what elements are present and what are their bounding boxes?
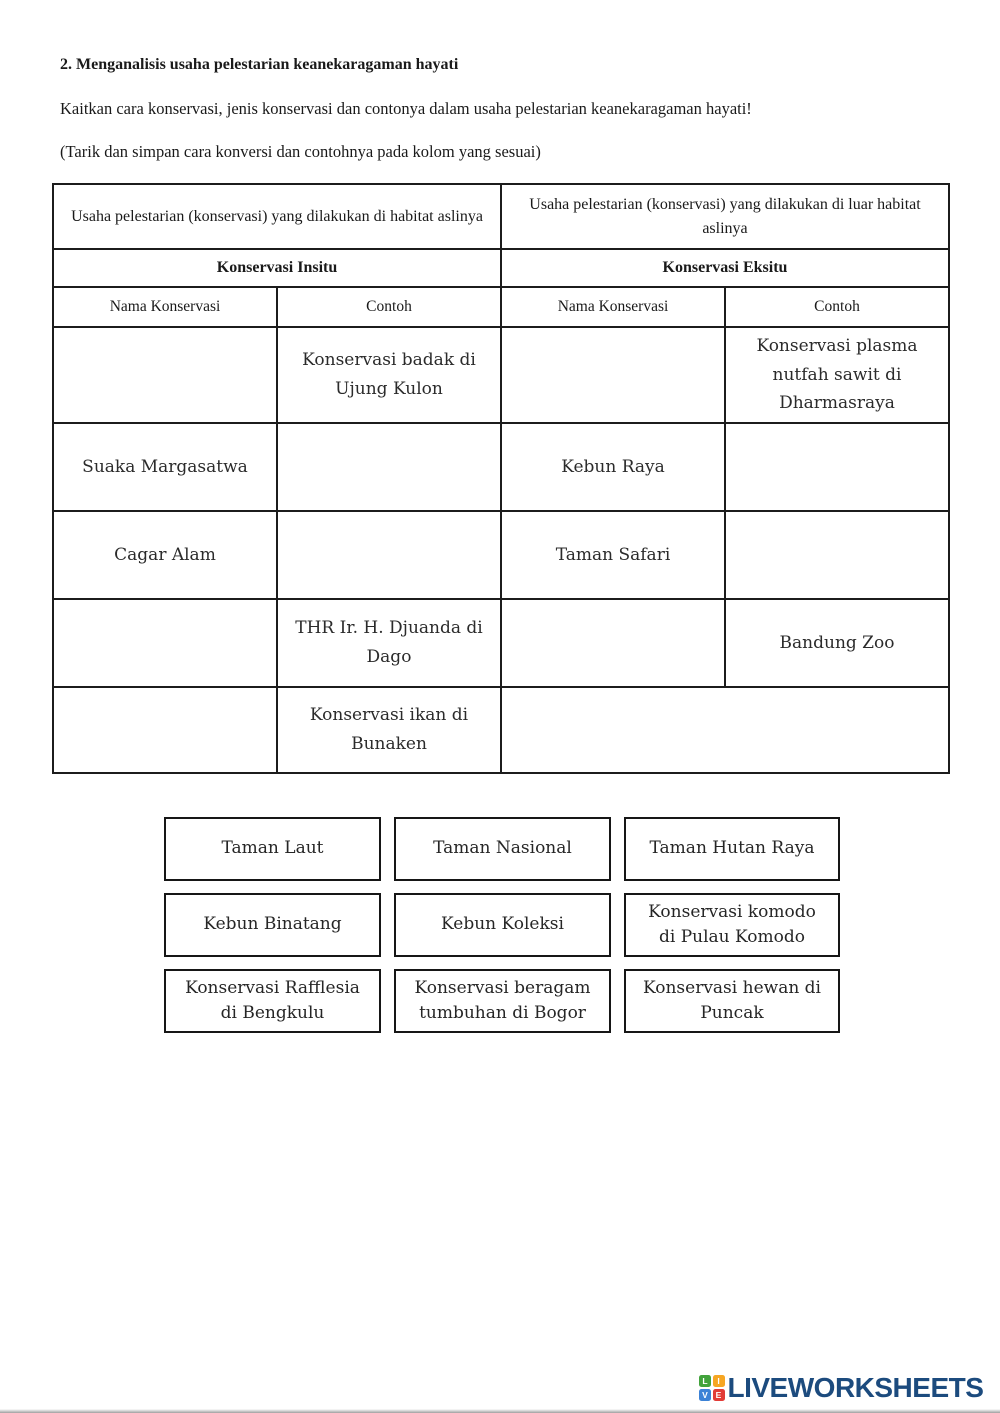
conservation-table: Usaha pelestarian (konservasi) yang dila… [52,183,950,774]
table-row: Suaka Margasatwa Kebun Raya [52,422,950,512]
drag-item[interactable]: Konservasi beragam tumbuhan di Bogor [394,969,611,1033]
drag-item[interactable]: Taman Nasional [394,817,611,881]
drop-zone-insitu-nama[interactable]: Suaka Margasatwa [52,422,278,512]
logo-letter-tile: V [699,1388,711,1401]
dropped-item[interactable]: Cagar Alam [114,544,216,565]
drop-zone-eksitu-nama[interactable]: Kebun Raya [500,422,726,512]
logo-letter-tile: L [699,1375,711,1388]
drag-item[interactable]: Kebun Koleksi [394,893,611,957]
insitu-main-header: Usaha pelestarian (konservasi) yang dila… [52,183,502,250]
table-row-header-main: Usaha pelestarian (konservasi) yang dila… [52,183,950,250]
liveworksheets-logo-icon: L I V E [699,1375,725,1401]
table-row: Konservasi badak di Ujung Kulon Konserva… [52,326,950,424]
drop-zone-insitu-nama[interactable]: Cagar Alam [52,510,278,600]
drop-zone-eksitu-contoh[interactable] [724,422,950,512]
table-row: Cagar Alam Taman Safari [52,510,950,600]
table-row: Konservasi ikan di Bunaken [52,686,950,774]
drop-zone-insitu-contoh[interactable] [276,422,502,512]
drop-zone-insitu-contoh[interactable]: Konservasi badak di Ujung Kulon [276,326,502,424]
table-row-subheader: Konservasi Insitu Konservasi Eksitu [52,248,950,288]
insitu-nama-column-header: Nama Konservasi [52,286,278,328]
drag-items-bank: Taman Laut Taman Nasional Taman Hutan Ra… [164,817,840,1033]
drag-item[interactable]: Taman Hutan Raya [624,817,840,881]
eksitu-nama-column-header: Nama Konservasi [500,286,726,328]
instruction-text: Kaitkan cara konservasi, jenis konservas… [60,99,752,118]
drop-zone-insitu-contoh[interactable]: THR Ir. H. Djuanda di Dago [276,598,502,688]
page-bottom-edge [0,1409,1000,1413]
dropped-item[interactable]: Kebun Raya [561,456,665,477]
drag-item[interactable]: Konservasi Rafflesia di Bengkulu [164,969,381,1033]
dropped-item[interactable]: THR Ir. H. Djuanda di Dago [295,618,483,667]
table-row: THR Ir. H. Djuanda di Dago Bandung Zoo [52,598,950,688]
table-row-column-headers: Nama Konservasi Contoh Nama Konservasi C… [52,286,950,328]
drop-zone-insitu-nama[interactable] [52,326,278,424]
page-title: 2. Menganalisis usaha pelestarian keanek… [60,56,459,73]
insitu-contoh-column-header: Contoh [276,286,502,328]
liveworksheets-logo: L I V E LIVEWORKSHEETS [699,1372,984,1404]
dropped-item[interactable]: Konservasi ikan di Bunaken [309,705,469,754]
dropped-item[interactable]: Konservasi badak di Ujung Kulon [302,350,476,399]
drop-zone-insitu-contoh[interactable] [276,510,502,600]
drag-item[interactable]: Taman Laut [164,817,381,881]
drop-zone-insitu-contoh[interactable]: Konservasi ikan di Bunaken [276,686,502,774]
drag-item[interactable]: Konservasi hewan di Puncak [624,969,840,1033]
drag-item[interactable]: Kebun Binatang [164,893,381,957]
drop-zone-eksitu-contoh[interactable]: Bandung Zoo [724,598,950,688]
drop-zone-eksitu-nama[interactable] [500,598,726,688]
table-empty-region [500,686,950,774]
drop-zone-eksitu-nama[interactable] [500,326,726,424]
dropped-item[interactable]: Bandung Zoo [779,632,895,653]
eksitu-subheader: Konservasi Eksitu [500,248,950,288]
dropped-item[interactable]: Konservasi plasma nutfah sawit di Dharma… [756,335,918,414]
logo-letter-tile: I [712,1375,725,1388]
drop-zone-eksitu-contoh[interactable]: Konservasi plasma nutfah sawit di Dharma… [724,326,950,424]
drag-item[interactable]: Konservasi komodo di Pulau Komodo [624,893,840,957]
dropped-item[interactable]: Suaka Margasatwa [82,456,248,477]
brand-text: LIVEWORKSHEETS [727,1372,984,1403]
drop-zone-insitu-nama[interactable] [52,598,278,688]
eksitu-main-header: Usaha pelestarian (konservasi) yang dila… [500,183,950,250]
eksitu-contoh-column-header: Contoh [724,286,950,328]
drop-zone-eksitu-nama[interactable]: Taman Safari [500,510,726,600]
dropped-item[interactable]: Taman Safari [555,544,671,565]
drop-zone-insitu-nama[interactable] [52,686,278,774]
drop-zone-eksitu-contoh[interactable] [724,510,950,600]
insitu-subheader: Konservasi Insitu [52,248,502,288]
logo-letter-tile: E [712,1388,725,1401]
hint-text: (Tarik dan simpan cara konversi dan cont… [60,142,541,161]
